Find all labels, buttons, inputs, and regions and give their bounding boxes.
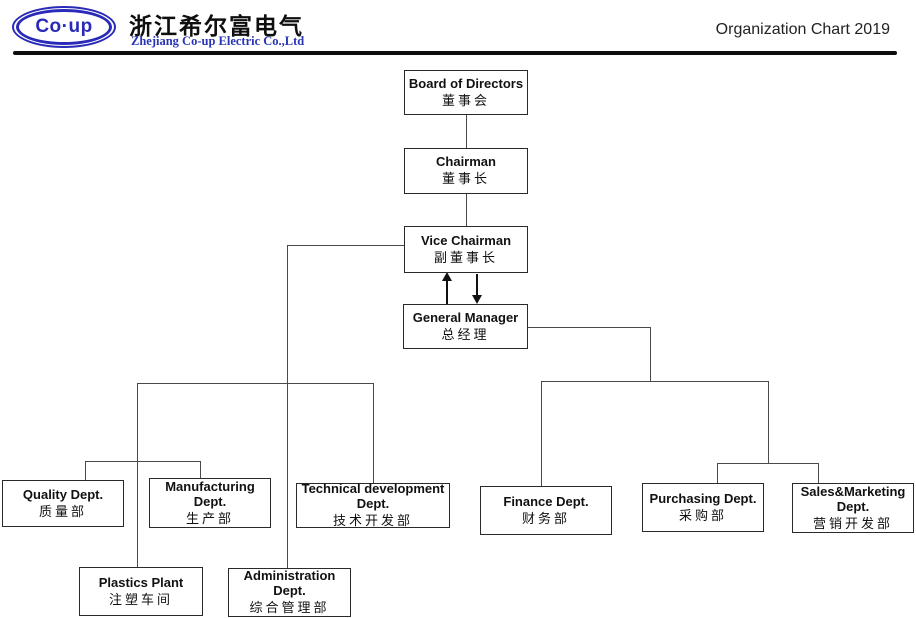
header-divider — [13, 51, 897, 55]
arrow-up-icon — [442, 272, 452, 281]
node-label-cn: 综合管理部 — [249, 600, 330, 615]
connector-quality-manufacturing-branch — [85, 461, 200, 462]
node-quality-dept: Quality Dept. 质量部 — [2, 480, 124, 527]
connector-purchasing-sales-branch — [717, 463, 818, 464]
node-label-cn: 技术开发部 — [332, 513, 413, 528]
connector-left-trunk — [287, 245, 288, 568]
connector-right-trunk — [650, 327, 651, 381]
connector-purchasing-sales-trunk — [768, 381, 769, 463]
company-name-english: Zhejiang Co-up Electric Co.,Ltd — [131, 34, 305, 48]
node-label-en: Vice Chairman — [420, 232, 512, 248]
node-label-en: Finance Dept. — [503, 493, 589, 509]
node-label-cn: 质量部 — [38, 503, 87, 519]
node-finance-dept: Finance Dept. 财务部 — [480, 486, 612, 535]
connector-manufacturing-drop — [200, 461, 201, 478]
connector-gm-right — [528, 327, 650, 328]
node-label-cn: 总经理 — [441, 326, 490, 342]
node-label-cn: 董事长 — [441, 171, 490, 186]
connector-plastics-drop — [137, 383, 138, 567]
connector-chairman-vice — [466, 194, 467, 226]
connector-purchasing-drop — [717, 463, 718, 483]
node-label-cn: 生产部 — [185, 510, 234, 526]
node-plastics-plant: Plastics Plant 注塑车间 — [79, 567, 203, 616]
node-sales-marketing-dept: Sales&Marketing Dept. 营销开发部 — [792, 483, 914, 533]
node-label-cn: 财务部 — [521, 510, 570, 526]
arrow-up-line — [446, 279, 448, 304]
arrow-down-icon — [472, 295, 482, 304]
page-title: Organization Chart 2019 — [715, 21, 890, 38]
node-label-cn: 营销开发部 — [812, 515, 893, 531]
node-general-manager: General Manager 总经理 — [403, 304, 528, 349]
node-label-cn: 副董事长 — [433, 249, 498, 265]
node-label-cn: 董事会 — [441, 92, 490, 108]
node-vice-chairman: Vice Chairman 副董事长 — [404, 226, 528, 273]
connector-finance-drop — [541, 381, 542, 486]
node-label-en: Technical development Dept. — [301, 481, 445, 511]
node-label-en: Quality Dept. — [22, 486, 104, 502]
node-label-cn: 采购部 — [678, 507, 727, 523]
logo-wordmark: Co·up — [35, 16, 93, 37]
connector-left-branch — [137, 383, 374, 384]
connector-sales-drop — [818, 463, 819, 483]
company-name-chinese: 浙江希尔富电气 — [129, 13, 304, 39]
node-chairman: Chairman 董事长 — [404, 148, 528, 194]
node-label-en: Purchasing Dept. — [649, 490, 757, 506]
connector-technical-drop — [373, 383, 374, 483]
logo-inner-oval: Co·up — [16, 9, 112, 45]
node-label-cn: 注塑车间 — [108, 591, 173, 607]
node-label-en: Plastics Plant — [98, 574, 184, 590]
connector-right-branch — [541, 381, 768, 382]
node-purchasing-dept: Purchasing Dept. 采购部 — [642, 483, 764, 532]
node-label-en: General Manager — [412, 309, 519, 325]
node-technical-development-dept: Technical development Dept. 技术开发部 — [296, 481, 450, 528]
company-logo: Co·up — [12, 6, 116, 48]
connector-vice-left — [287, 245, 404, 246]
logo-outer-oval — [12, 6, 116, 48]
connector-quality-drop — [85, 461, 86, 480]
node-label-en: Manufacturing Dept. — [165, 478, 255, 509]
node-label-en: Sales&Marketing Dept. — [800, 483, 906, 514]
node-board-of-directors: Board of Directors 董事会 — [404, 70, 528, 115]
node-manufacturing-dept: Manufacturing Dept. 生产部 — [149, 478, 271, 528]
node-label-en: Administration Dept. — [243, 568, 336, 598]
arrow-down-line — [476, 274, 478, 297]
node-administration-dept: Administration Dept. 综合管理部 — [228, 568, 351, 617]
connector-board-chairman — [466, 115, 467, 148]
node-label-en: Board of Directors — [408, 75, 524, 91]
node-label-en: Chairman — [436, 154, 496, 169]
